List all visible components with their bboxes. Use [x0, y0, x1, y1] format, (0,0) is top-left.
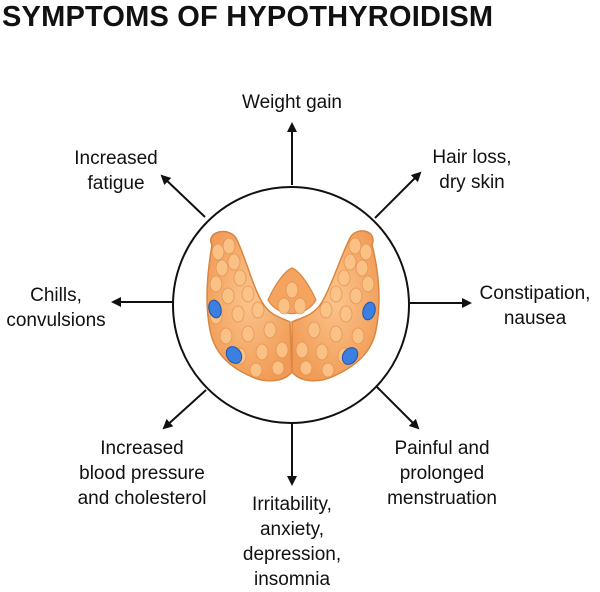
arrow-hair-loss — [374, 171, 422, 219]
parathyroid-upper-right — [362, 301, 376, 321]
symptom-hair-loss: Hair loss, dry skin — [432, 147, 512, 193]
thyroid-cells — [209, 237, 375, 378]
page-title: SYMPTOMS OF HYPOTHYROIDISM — [2, 1, 494, 33]
symptom-blood-pressure: Increased blood pressure and cholesterol — [77, 438, 207, 509]
parathyroid-upper-left — [208, 299, 222, 319]
arrow-menstruation — [376, 386, 420, 430]
arrow-blood-pressure — [162, 389, 207, 430]
parathyroid-lower-right — [341, 347, 359, 365]
symptom-weight-gain: Weight gain — [242, 92, 342, 113]
arrows — [111, 122, 472, 486]
symptom-constipation: Constipation, nausea — [479, 283, 591, 329]
thyroid-gland-icon — [206, 230, 380, 382]
symptom-irritability: Irritability, anxiety, depression, insom… — [242, 494, 342, 590]
symptom-chills: Chills, convulsions — [6, 285, 106, 331]
parathyroid-glands — [208, 299, 376, 365]
parathyroid-lower-left — [225, 346, 243, 364]
arrow-fatigue — [160, 174, 206, 218]
symptom-fatigue: Increased fatigue — [74, 148, 158, 194]
symptom-menstruation: Painful and prolonged menstruation — [387, 438, 497, 509]
